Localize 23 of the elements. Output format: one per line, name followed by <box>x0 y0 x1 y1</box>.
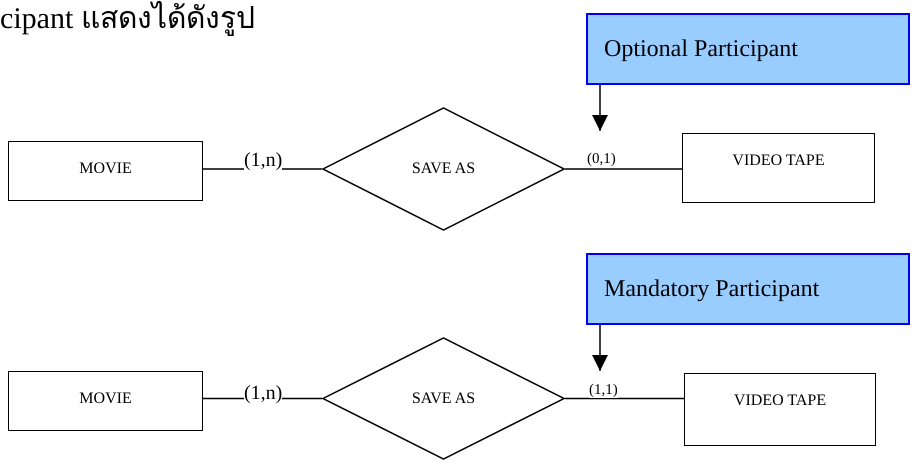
entity-box <box>8 371 203 431</box>
arrow <box>592 325 608 371</box>
entity-box <box>684 373 876 446</box>
cardinality-label: (0,1) <box>587 152 616 167</box>
connector-line <box>565 168 682 170</box>
entity-box <box>8 141 203 201</box>
entity-name: MOVIE <box>79 390 132 408</box>
callout-text: Mandatory Participant <box>604 276 820 302</box>
arrow <box>592 85 608 131</box>
connector-line <box>565 398 684 400</box>
callout-box <box>586 253 910 325</box>
entity-name: MOVIE <box>79 160 132 178</box>
cardinality-label: (1,n) <box>244 383 282 403</box>
callout-box <box>586 13 910 85</box>
entity-name: SAVE AS <box>412 160 476 178</box>
heading-text: cipant แสดงได้ดังรูป <box>0 0 255 38</box>
entity-box <box>682 133 875 203</box>
entity-name: VIDEO TAPE <box>732 152 825 170</box>
entity-name: VIDEO TAPE <box>734 392 826 410</box>
entity-name: SAVE AS <box>412 390 476 408</box>
cardinality-label: (1,1) <box>589 383 618 398</box>
cardinality-label: (1,n) <box>244 150 282 170</box>
callout-text: Optional Participant <box>604 36 798 62</box>
